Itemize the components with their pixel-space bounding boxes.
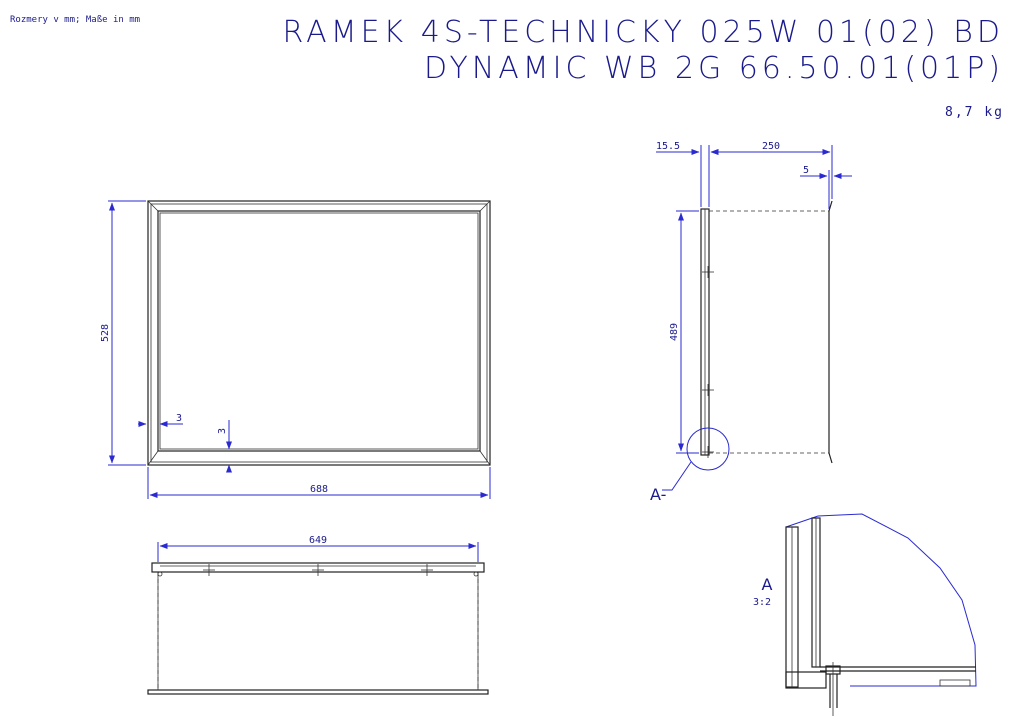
- fastener-mark: [702, 266, 714, 458]
- detail-scale: 3:2: [753, 597, 771, 608]
- dimension-text-depth: 250: [762, 141, 780, 152]
- frame-corner-line: [479, 450, 491, 466]
- dimension-text-width: 649: [309, 535, 327, 546]
- frame-opening: [159, 212, 479, 450]
- top-view: 649: [147, 535, 489, 695]
- dimension-text-frame-bottom: 3: [217, 428, 228, 434]
- frame-mid-outline: [150, 203, 488, 463]
- top-body-outline: [147, 689, 489, 695]
- mounting-hole: [157, 571, 163, 577]
- dimension-text-frame-left: 3: [176, 413, 182, 424]
- frame-corner-line: [479, 200, 491, 212]
- dimension-text-width: 688: [310, 484, 328, 495]
- front-view: 528 688 3 3: [100, 200, 491, 499]
- detail-circle-a: [686, 427, 730, 471]
- mounting-hole: [473, 571, 479, 577]
- detail-marker-a: A-: [650, 485, 666, 504]
- weight-label: 8,7 kg: [945, 105, 1004, 120]
- dimension-text-height: 528: [100, 324, 111, 342]
- drawing-title-line2: DYNAMIC WB 2G 66.50.01(01P): [424, 51, 1004, 86]
- detail-bracket: [785, 671, 827, 689]
- dimension-text-flange: 15.5: [656, 141, 680, 152]
- units-note: Rozmery v mm; Maße in mm: [10, 15, 140, 25]
- detail-leader-a: [662, 461, 692, 491]
- frame-inner-outline: [157, 210, 481, 452]
- detail-foot: [939, 679, 971, 687]
- drawing-title-line1: RAMEK 4S-TECHNICKY 025W 01(02) BD: [283, 15, 1004, 50]
- detail-boundary: [785, 513, 977, 687]
- side-view: A- 15.5 250 5 489: [650, 141, 852, 504]
- frame-outer-outline: [147, 200, 491, 466]
- dimension-text-lip: 5: [803, 165, 809, 176]
- detail-label: A: [762, 575, 773, 594]
- side-body-lip: [828, 200, 833, 464]
- fastener-mark: [203, 564, 433, 576]
- frame-corner-line: [147, 450, 159, 466]
- dimension-text-height: 489: [669, 323, 680, 341]
- detail-view-a: A 3:2: [753, 513, 977, 716]
- frame-corner-line: [147, 200, 159, 212]
